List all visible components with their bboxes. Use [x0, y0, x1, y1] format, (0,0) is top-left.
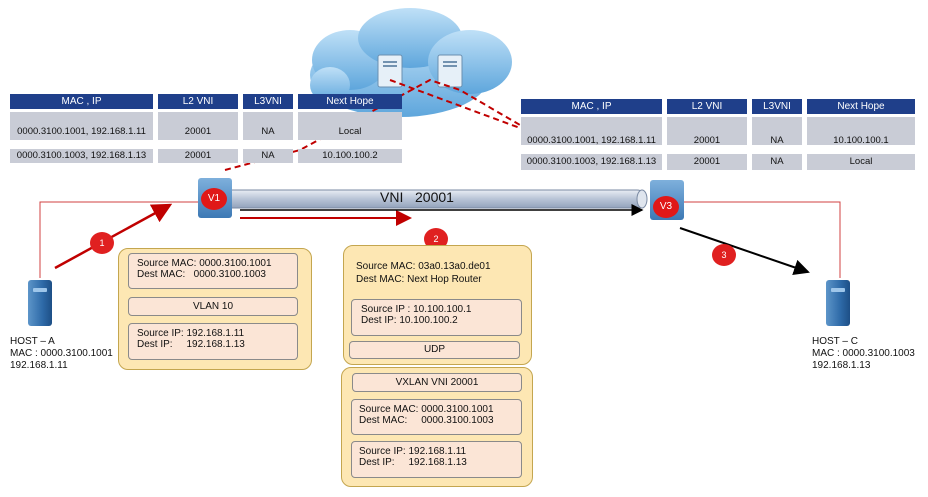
host-c-label: HOST – C MAC : 0000.3100.1003 192.168.1.…: [812, 336, 915, 372]
table-cell: 20001: [667, 117, 747, 146]
table-cell: 20001: [158, 112, 238, 140]
host-a-name: HOST – A: [10, 336, 55, 347]
host-a-label: HOST – A MAC : 0000.3100.1001 192.168.1.…: [10, 336, 113, 372]
step-3-badge: 3: [712, 244, 736, 266]
col-header-mac-ip: MAC , IP: [10, 94, 153, 109]
vlan-tag: VLAN 10: [128, 297, 298, 316]
outer-mac-header: Source MAC: 03a0.13a0.de01 Dest MAC: Nex…: [356, 260, 491, 286]
step-2-badge: 2: [424, 228, 448, 250]
table-cell: 0000.3100.1003, 192.168.1.13: [10, 149, 153, 163]
table-cell: NA: [243, 112, 293, 140]
udp-header: UDP: [349, 341, 520, 359]
dest-ip: Dest IP: 192.168.1.13: [137, 339, 245, 350]
outer-ip-header: Source IP : 10.100.100.1 Dest IP: 10.100…: [351, 299, 522, 336]
source-mac: Source MAC: 0000.3100.1001: [359, 404, 494, 415]
server-icon: [826, 280, 850, 326]
dest-mac: Dest MAC: 0000.3100.1003: [359, 415, 494, 426]
table-cell: Local: [807, 154, 915, 170]
step-1-badge: 1: [90, 232, 114, 254]
dest-ip: Dest IP: 192.168.1.13: [359, 457, 467, 468]
spine-switch-icon: [377, 54, 463, 88]
inner-mac-header: Source MAC: 0000.3100.1001 Dest MAC: 000…: [351, 399, 522, 435]
table-cell: 0000.3100.1003, 192.168.1.13: [521, 154, 662, 170]
col-header-l2vni: L2 VNI: [667, 99, 747, 114]
frame-mac-header: Source MAC: 0000.3100.1001 Dest MAC: 000…: [128, 253, 298, 289]
col-header-l2vni: L2 VNI: [158, 94, 238, 109]
vtep-v3-badge: V3: [653, 196, 679, 218]
table-cell: NA: [243, 149, 293, 163]
tunnel-label: VNI 20001: [380, 189, 454, 205]
table-cell: 10.100.100.2: [298, 149, 402, 163]
col-header-mac-ip: MAC , IP: [521, 99, 662, 114]
dest-mac: Dest MAC: Next Hop Router: [356, 274, 482, 285]
vtep-v1-badge: V1: [201, 188, 227, 210]
source-ip: Source IP: 192.168.1.11: [137, 328, 245, 339]
table-cell: 20001: [667, 154, 747, 170]
table-cell: 0000.3100.1001, 192.168.1.11: [521, 117, 662, 146]
dest-mac: Dest MAC: 0000.3100.1003: [137, 269, 266, 280]
col-header-next-hop: Next Hope: [298, 94, 402, 109]
table-cell: NA: [752, 117, 802, 146]
table-cell: 20001: [158, 149, 238, 163]
inner-ip-header: Source IP: 192.168.1.11 Dest IP: 192.168…: [351, 441, 522, 478]
dest-ip: Dest IP: 10.100.100.2: [361, 315, 458, 326]
host-a-mac: MAC : 0000.3100.1001: [10, 348, 113, 359]
server-icon: [28, 280, 52, 326]
host-c-ip: 192.168.1.13: [812, 360, 871, 371]
table-cell: NA: [752, 154, 802, 170]
col-header-l3vni: L3VNI: [752, 99, 802, 114]
source-mac: Source MAC: 0000.3100.1001: [137, 258, 272, 269]
table-cell: Local: [298, 112, 402, 140]
source-ip: Source IP : 10.100.100.1: [361, 304, 472, 315]
host-c-mac: MAC : 0000.3100.1003: [812, 348, 915, 359]
vxlan-header: VXLAN VNI 20001: [352, 373, 522, 392]
col-header-next-hop: Next Hope: [807, 99, 915, 114]
table-cell: 0000.3100.1001, 192.168.1.11: [10, 112, 153, 140]
source-ip: Source IP: 192.168.1.11: [359, 446, 467, 457]
col-header-l3vni: L3VNI: [243, 94, 293, 109]
host-a-ip: 192.168.1.11: [10, 360, 68, 371]
table-cell: 10.100.100.1: [807, 117, 915, 146]
host-c-name: HOST – C: [812, 336, 858, 347]
frame-ip-header: Source IP: 192.168.1.11 Dest IP: 192.168…: [128, 323, 298, 360]
source-mac: Source MAC: 03a0.13a0.de01: [356, 261, 491, 272]
